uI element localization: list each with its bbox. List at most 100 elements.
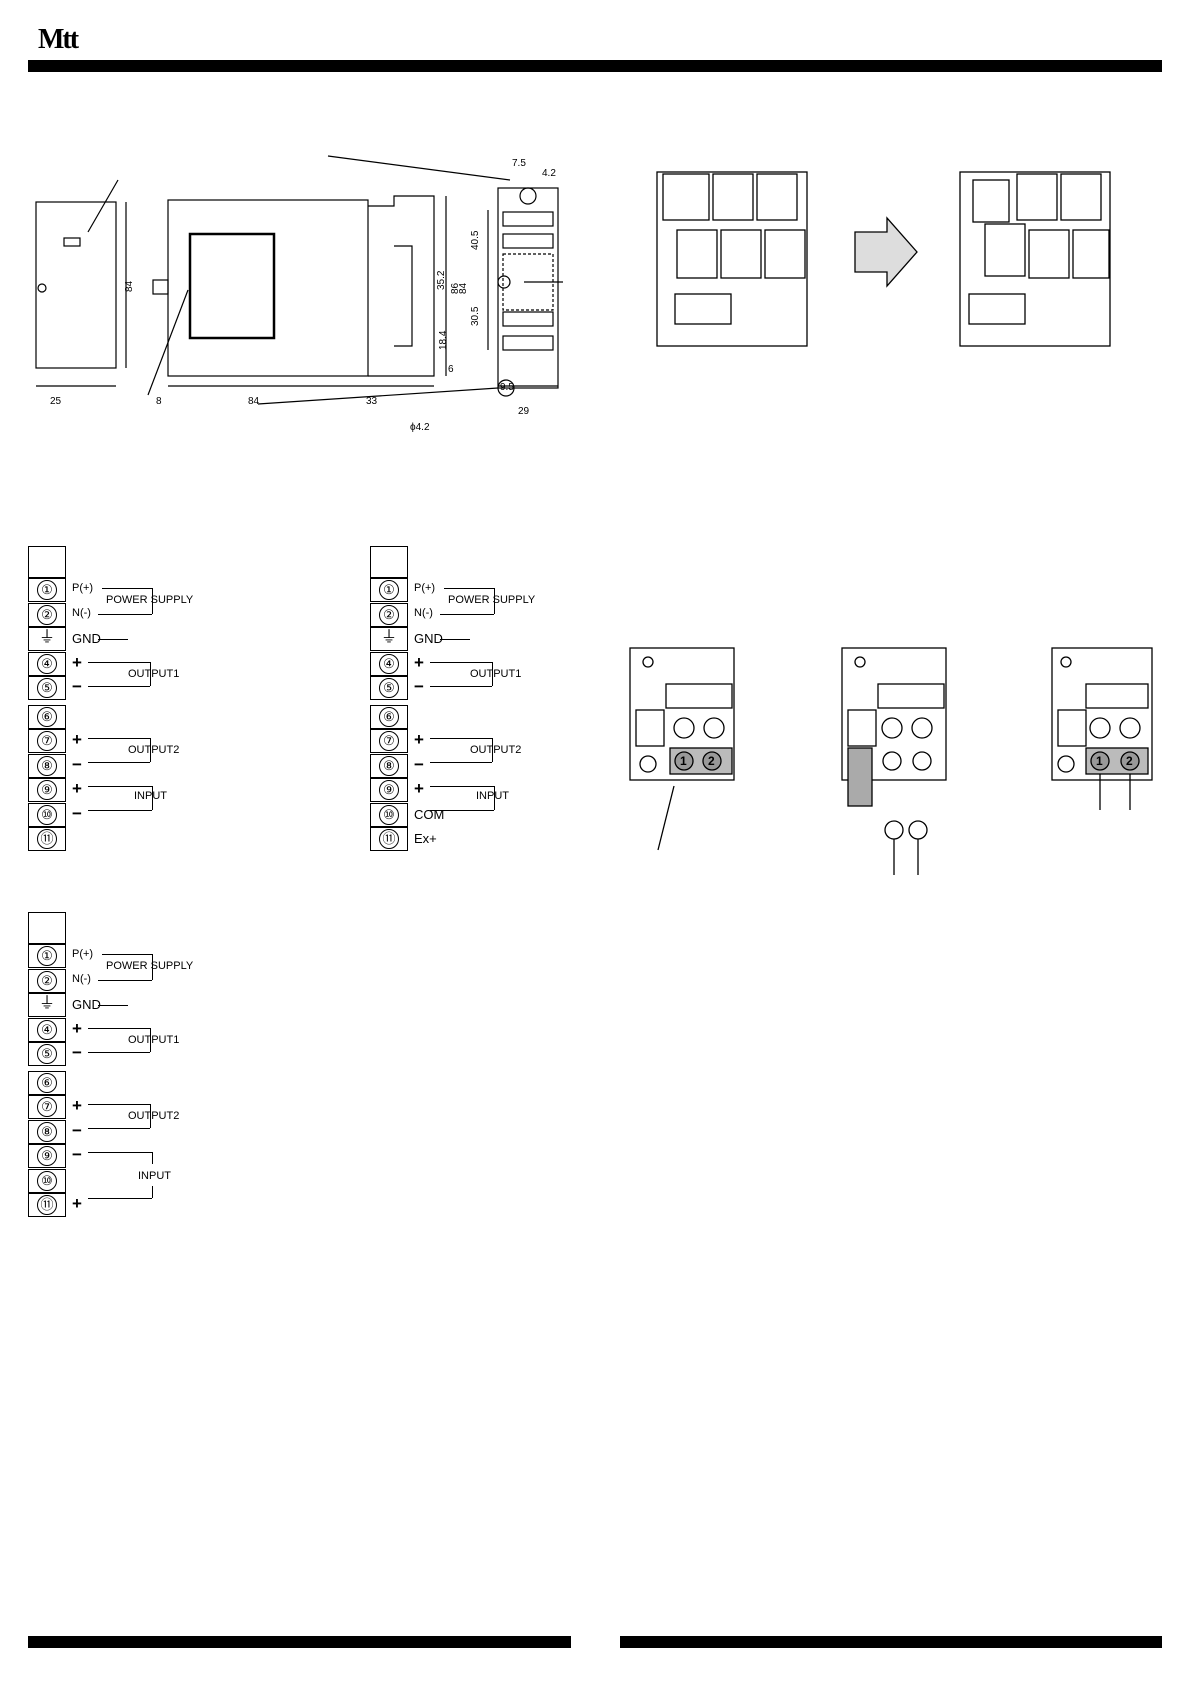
terminal-number: ⑧ [37, 755, 57, 776]
terminal-number: ⑥ [37, 706, 57, 727]
terminal-cell: ⏚ [370, 627, 408, 651]
terminal-label: + [72, 1096, 82, 1115]
terminal-label: − [414, 677, 424, 696]
terminal-number: ⑧ [37, 1121, 57, 1142]
wiring-line [440, 639, 470, 640]
dim-label: 86 [450, 282, 461, 294]
output1-label: OUTPUT1 [128, 1034, 180, 1046]
terminal-number: ② [37, 970, 57, 991]
terminal-number: ⑥ [379, 706, 399, 727]
output2-label: OUTPUT2 [128, 1110, 180, 1122]
terminal-cell: ⑪ [28, 827, 66, 851]
dim-label: 4.2 [542, 168, 556, 179]
terminal-label: GND [72, 631, 101, 646]
terminal-cell: ⑤ [28, 1042, 66, 1066]
terminal-number: ② [37, 604, 57, 625]
dim-label: 7.5 [512, 158, 526, 169]
terminal-number: ⏚ [38, 629, 55, 646]
wiring-line [492, 662, 493, 686]
company-logo: Mtt [38, 24, 79, 55]
wiring-line [150, 662, 151, 686]
wiring-line [494, 588, 495, 614]
wiring-line [98, 614, 152, 615]
footer-rule-right [620, 1636, 1162, 1648]
terminal-number: ⑤ [379, 678, 399, 698]
terminal-cell: ① [28, 578, 66, 602]
wiring-line [152, 1152, 153, 1164]
wiring-line [88, 1152, 152, 1153]
terminal-cell: ④ [28, 651, 66, 676]
wiring-line [430, 810, 494, 811]
terminal-label: P(+) [72, 582, 94, 594]
terminal-label: Ex+ [414, 831, 437, 846]
terminal-label: COM [414, 806, 445, 822]
terminal-number: ① [37, 946, 57, 966]
output2-label: OUTPUT2 [128, 744, 180, 756]
wiring-line [88, 762, 150, 763]
terminal-label: + [414, 730, 424, 749]
terminal-cell: ⑥ [370, 704, 408, 729]
wiring-line [430, 762, 492, 763]
dim-label: 30.5 [470, 306, 481, 326]
terminal-cell: ⏚ [28, 993, 66, 1017]
terminal-number: ⑩ [379, 804, 399, 825]
terminal-label: − [72, 754, 82, 774]
terminal-number: ④ [379, 653, 399, 674]
wiring-line [152, 1186, 153, 1198]
terminal-number: ⑦ [37, 731, 57, 751]
terminal-number: 1 [1096, 754, 1103, 768]
terminal-number: ⑪ [37, 1195, 57, 1215]
terminal-cell: ⑩ [28, 1168, 66, 1193]
wiring-line [98, 639, 128, 640]
dim-label: 84 [124, 280, 135, 292]
wiring-line [98, 1005, 128, 1006]
wiring-line [102, 588, 152, 589]
terminal-cell: ⏚ [28, 627, 66, 651]
terminal-label: − [72, 803, 82, 823]
wiring-line [88, 1052, 150, 1053]
wiring-line [88, 738, 150, 739]
terminal-cell: ⑦ [370, 729, 408, 753]
wiring-line [88, 686, 150, 687]
terminal-number: ⏚ [380, 629, 397, 646]
terminal-label: + [72, 1018, 82, 1038]
terminal-number: 1 [680, 754, 687, 768]
terminal-cell: ④ [28, 1017, 66, 1042]
dim-label: 9.5 [500, 382, 514, 393]
terminal-number: ① [379, 580, 399, 600]
terminal-cell: ① [370, 578, 408, 602]
terminal-cell: ⑪ [28, 1193, 66, 1217]
terminal-label: + [72, 779, 82, 798]
terminal-number: ⑩ [37, 804, 57, 825]
terminal-number: ⑦ [37, 1097, 57, 1117]
wiring-line [88, 810, 152, 811]
wiring-line [430, 738, 492, 739]
terminal-label: + [72, 652, 82, 672]
terminal-cell: ⑩ [370, 802, 408, 827]
dim-label: 84 [458, 282, 469, 294]
wiring-line [430, 786, 494, 787]
terminal-cell: ① [28, 944, 66, 968]
input-label: INPUT [138, 1170, 171, 1182]
terminal-cell: ⑪ [370, 827, 408, 851]
wiring-line [150, 1028, 151, 1052]
terminal-number: ⑨ [379, 780, 399, 800]
terminal-number: ⑦ [379, 731, 399, 751]
dim-label: 35.2 [436, 270, 447, 290]
wiring-line [88, 1028, 150, 1029]
terminal-cell: ② [28, 968, 66, 993]
output2-label: OUTPUT2 [470, 744, 522, 756]
input-label: INPUT [134, 790, 167, 802]
terminal-label: N(-) [72, 972, 91, 985]
wiring-line [152, 786, 153, 810]
terminal-label: P(+) [72, 948, 94, 960]
terminal-cell: ⑨ [370, 778, 408, 802]
terminal-label: N(-) [414, 606, 433, 619]
dimension-drawing: 7.5 4.2 40.5 35.2 30.5 18.4 6 84 86 84 2… [35, 155, 563, 433]
input-label: INPUT [476, 790, 509, 802]
wiring-line [152, 954, 153, 980]
wiring-line [430, 686, 492, 687]
terminal-cell: ⑩ [28, 802, 66, 827]
